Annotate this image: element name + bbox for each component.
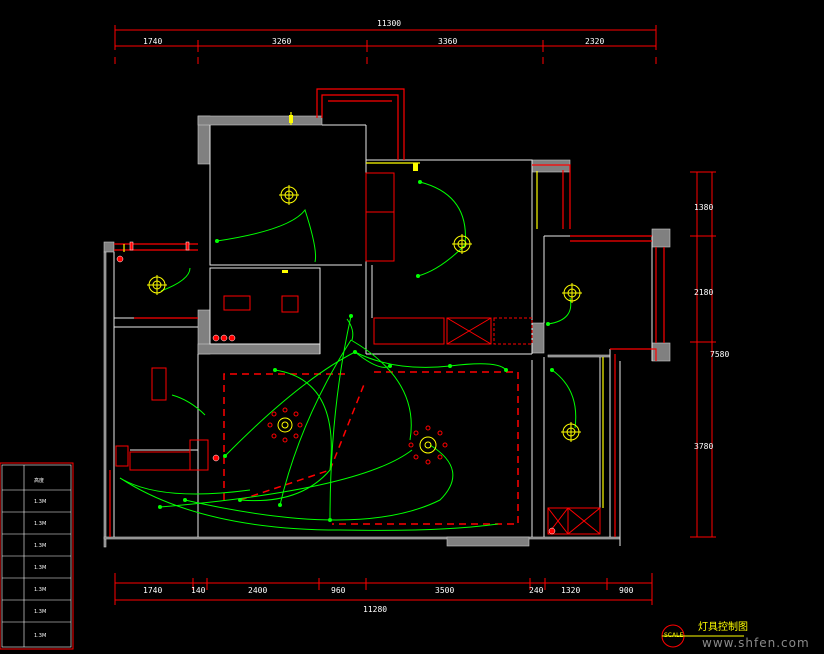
watermark: www.shfen.com: [702, 636, 810, 650]
top-total-dimension: 11300: [377, 19, 401, 28]
legend-row-height: 1.3M: [34, 609, 46, 615]
switches: [116, 241, 556, 535]
right-dimension-3: 3780: [694, 442, 713, 451]
cabinets: [115, 172, 601, 535]
top-dimension-chain: [114, 25, 657, 64]
wiring-nodes: [158, 180, 554, 522]
legend-row-height: 1.3M: [34, 543, 46, 549]
ceiling-outline: [223, 371, 519, 525]
wiring: [119, 181, 577, 531]
chandelier-living: [408, 425, 448, 465]
light-room-left: [147, 275, 167, 295]
chandelier-dining: [267, 407, 303, 443]
top-dimension-1: 1740: [143, 37, 162, 46]
window-frames: [109, 88, 665, 537]
legend-row-height: 1.3M: [34, 521, 46, 527]
scale-label: SCALE: [664, 632, 683, 639]
walls: [103, 115, 671, 548]
bottom-dimension-5: 3500: [435, 586, 454, 595]
top-dimension-4: 2320: [585, 37, 604, 46]
light-room-right-upper: [562, 283, 582, 303]
legend-header-height: 高度: [34, 477, 44, 484]
title-block: SCALE 灯具控制图: [661, 620, 748, 648]
chandeliers: [267, 407, 448, 465]
legend-row-height: 1.3M: [34, 633, 46, 639]
bottom-dimension-3: 2400: [248, 586, 267, 595]
bottom-dimension-2: 140: [191, 586, 206, 595]
right-total-dimension: 7580: [710, 350, 729, 359]
top-dimension-2: 3260: [272, 37, 291, 46]
right-dimension-2: 2180: [694, 288, 713, 297]
bottom-dimension-8: 900: [619, 586, 634, 595]
drawing-title: 灯具控制图: [698, 620, 748, 633]
legend-row-height: 1.3M: [34, 565, 46, 571]
light-bedroom-1: [279, 185, 299, 205]
light-room-right-lower: [561, 422, 581, 442]
right-dimension-1: 1380: [694, 203, 713, 212]
wall-lamps: [282, 115, 418, 273]
bottom-dimension-chain: [114, 573, 653, 605]
light-bedroom-2: [452, 234, 472, 254]
right-dimension-chain: [690, 171, 716, 538]
top-dimension-3: 3360: [438, 37, 457, 46]
legend-table: 高度 1.3M 1.3M 1.3M 1.3M 1.3M 1.3M 1.3M: [0, 462, 74, 650]
legend-row-height: 1.3M: [34, 499, 46, 505]
bottom-dimension-4: 960: [331, 586, 346, 595]
bottom-dimension-1: 1740: [143, 586, 162, 595]
bottom-total-dimension: 11280: [363, 605, 387, 614]
room-outlines: [113, 124, 653, 546]
bottom-dimension-7: 1320: [561, 586, 580, 595]
yellow-accents: [123, 112, 604, 508]
legend-row-height: 1.3M: [34, 587, 46, 593]
ceiling-lights: [147, 185, 582, 442]
bottom-dimension-6: 240: [529, 586, 544, 595]
